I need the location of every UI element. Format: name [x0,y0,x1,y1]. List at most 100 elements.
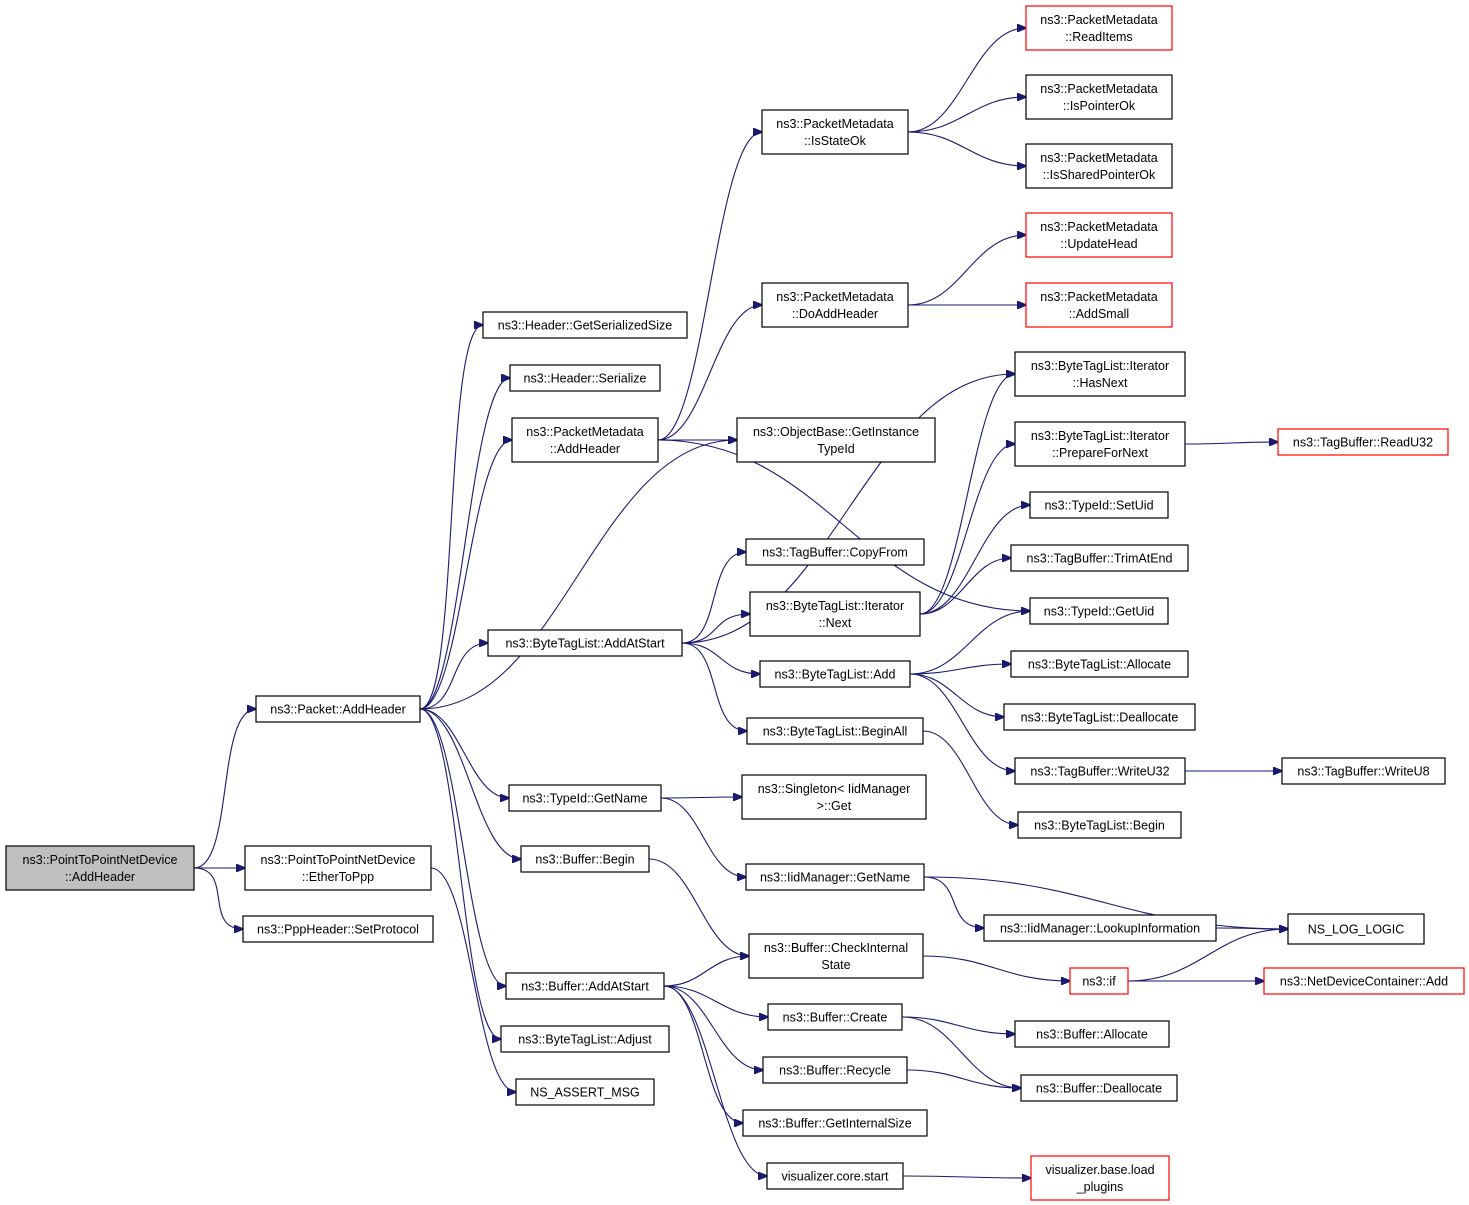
node-box[interactable] [745,538,925,566]
node-tb-writeu8[interactable]: ns3::TagBuffer::WriteU8 [1281,757,1446,785]
node-box[interactable] [1010,544,1189,572]
node-box[interactable] [1003,703,1196,731]
node-box[interactable] [508,784,662,812]
node-buf-recycle[interactable]: ns3::Buffer::Recycle [762,1056,908,1084]
node-box[interactable] [746,717,924,745]
node-vis-base-loadplugins[interactable]: visualizer.base.load_plugins [1030,1155,1170,1201]
node-box[interactable] [748,933,924,979]
node-btl-add[interactable]: ns3::ByteTagList::Add [759,660,911,688]
node-btl-allocate[interactable]: ns3::ByteTagList::Allocate [1010,650,1189,678]
node-buf-create[interactable]: ns3::Buffer::Create [767,1003,903,1031]
node-ethertoppp[interactable]: ns3::PointToPointNetDevice::EtherToPpp [244,845,432,891]
node-tb-writeu32[interactable]: ns3::TagBuffer::WriteU32 [1014,757,1186,785]
node-box[interactable] [749,591,921,637]
node-box[interactable] [1014,351,1186,397]
node-hdr-getsersize[interactable]: ns3::Header::GetSerializedSize [482,311,688,339]
node-box[interactable] [500,1025,670,1053]
node-pm-addsmall[interactable]: ns3::PacketMetadata::AddSmall [1025,282,1173,328]
node-box[interactable] [1287,913,1425,945]
node-btli-next[interactable]: ns3::ByteTagList::Iterator::Next [749,591,921,637]
node-iid-getname[interactable]: ns3::IidManager::GetName [745,863,925,891]
node-box[interactable] [1277,428,1449,456]
node-btl-begin[interactable]: ns3::ByteTagList::Begin [1017,811,1182,839]
node-tb-copyfrom[interactable]: ns3::TagBuffer::CopyFrom [745,538,925,566]
node-buf-allocate[interactable]: ns3::Buffer::Allocate [1014,1020,1170,1048]
node-box[interactable] [487,629,683,657]
node-typeid-setuid[interactable]: ns3::TypeId::SetUid [1029,491,1169,519]
node-vis-core-start[interactable]: visualizer.core.start [766,1162,904,1190]
node-box[interactable] [1014,1020,1170,1048]
node-btl-deallocate[interactable]: ns3::ByteTagList::Deallocate [1003,703,1196,731]
node-box[interactable] [5,845,195,891]
node-box[interactable] [742,1109,928,1137]
node-box[interactable] [1263,967,1465,995]
node-box[interactable] [983,914,1217,942]
node-tb-readu32[interactable]: ns3::TagBuffer::ReadU32 [1277,428,1449,456]
node-box[interactable] [761,109,909,155]
node-box[interactable] [511,417,659,463]
node-box[interactable] [1029,597,1169,625]
node-box[interactable] [745,863,925,891]
node-box[interactable] [482,311,688,339]
node-box[interactable] [1069,967,1129,995]
node-pm-readitems[interactable]: ns3::PacketMetadata::ReadItems [1025,5,1173,51]
node-box[interactable] [759,660,911,688]
node-box[interactable] [1014,757,1186,785]
node-box[interactable] [1030,1155,1170,1201]
node-buf-begin[interactable]: ns3::Buffer::Begin [520,845,650,873]
node-box[interactable] [1017,811,1182,839]
node-buf-deallocate[interactable]: ns3::Buffer::Deallocate [1020,1074,1178,1102]
node-box[interactable] [520,845,650,873]
node-setprotocol[interactable]: ns3::PppHeader::SetProtocol [242,915,434,943]
node-box[interactable] [762,1056,908,1084]
node-box[interactable] [255,695,421,723]
node-tb-trimatend[interactable]: ns3::TagBuffer::TrimAtEnd [1010,544,1189,572]
node-box[interactable] [509,364,661,392]
node-box[interactable] [741,774,927,820]
node-box[interactable] [1020,1074,1178,1102]
node-pm-issharedpointerok[interactable]: ns3::PacketMetadata::IsSharedPointerOk [1025,143,1173,189]
node-btl-beginall[interactable]: ns3::ByteTagList::BeginAll [746,717,924,745]
node-btli-hasnext[interactable]: ns3::ByteTagList::Iterator::HasNext [1014,351,1186,397]
node-box[interactable] [244,845,432,891]
node-box[interactable] [1010,650,1189,678]
node-ns3-if[interactable]: ns3::if [1069,967,1129,995]
node-box[interactable] [1025,282,1173,328]
node-buf-addatstart[interactable]: ns3::Buffer::AddAtStart [505,972,665,1000]
node-pm-updatehead[interactable]: ns3::PacketMetadata::UpdateHead [1025,212,1173,258]
node-box[interactable] [1025,74,1173,120]
node-box[interactable] [766,1162,904,1190]
node-pkt-addheader[interactable]: ns3::Packet::AddHeader [255,695,421,723]
node-ndc-add[interactable]: ns3::NetDeviceContainer::Add [1263,967,1465,995]
node-typeid-getname[interactable]: ns3::TypeId::GetName [508,784,662,812]
node-box[interactable] [1014,421,1186,467]
node-singleton-get[interactable]: ns3::Singleton< IidManager>::Get [741,774,927,820]
node-box[interactable] [1281,757,1446,785]
node-ns-assert-msg[interactable]: NS_ASSERT_MSG [515,1078,655,1106]
node-iid-lookupinfo[interactable]: ns3::IidManager::LookupInformation [983,914,1217,942]
node-root[interactable]: ns3::PointToPointNetDevice::AddHeader [5,845,195,891]
node-btl-adjust[interactable]: ns3::ByteTagList::Adjust [500,1025,670,1053]
node-box[interactable] [736,417,936,463]
node-box[interactable] [767,1003,903,1031]
node-btli-preparefornext[interactable]: ns3::ByteTagList::Iterator::PrepareForNe… [1014,421,1186,467]
node-box[interactable] [1029,491,1169,519]
node-buf-getinternalsize[interactable]: ns3::Buffer::GetInternalSize [742,1109,928,1137]
node-pm-ispointerok[interactable]: ns3::PacketMetadata::IsPointerOk [1025,74,1173,120]
node-pm-isstateok[interactable]: ns3::PacketMetadata::IsStateOk [761,109,909,155]
node-box[interactable] [1025,143,1173,189]
node-box[interactable] [761,282,909,328]
node-typeid-getuid[interactable]: ns3::TypeId::GetUid [1029,597,1169,625]
node-ns-log-logic[interactable]: NS_LOG_LOGIC [1287,913,1425,945]
node-box[interactable] [515,1078,655,1106]
node-btl-addatstart[interactable]: ns3::ByteTagList::AddAtStart [487,629,683,657]
node-box[interactable] [1025,212,1173,258]
node-hdr-serialize[interactable]: ns3::Header::Serialize [509,364,661,392]
node-pm-doaddheader[interactable]: ns3::PacketMetadata::DoAddHeader [761,282,909,328]
node-pm-addheader[interactable]: ns3::PacketMetadata::AddHeader [511,417,659,463]
node-box[interactable] [505,972,665,1000]
node-box[interactable] [1025,5,1173,51]
node-box[interactable] [242,915,434,943]
